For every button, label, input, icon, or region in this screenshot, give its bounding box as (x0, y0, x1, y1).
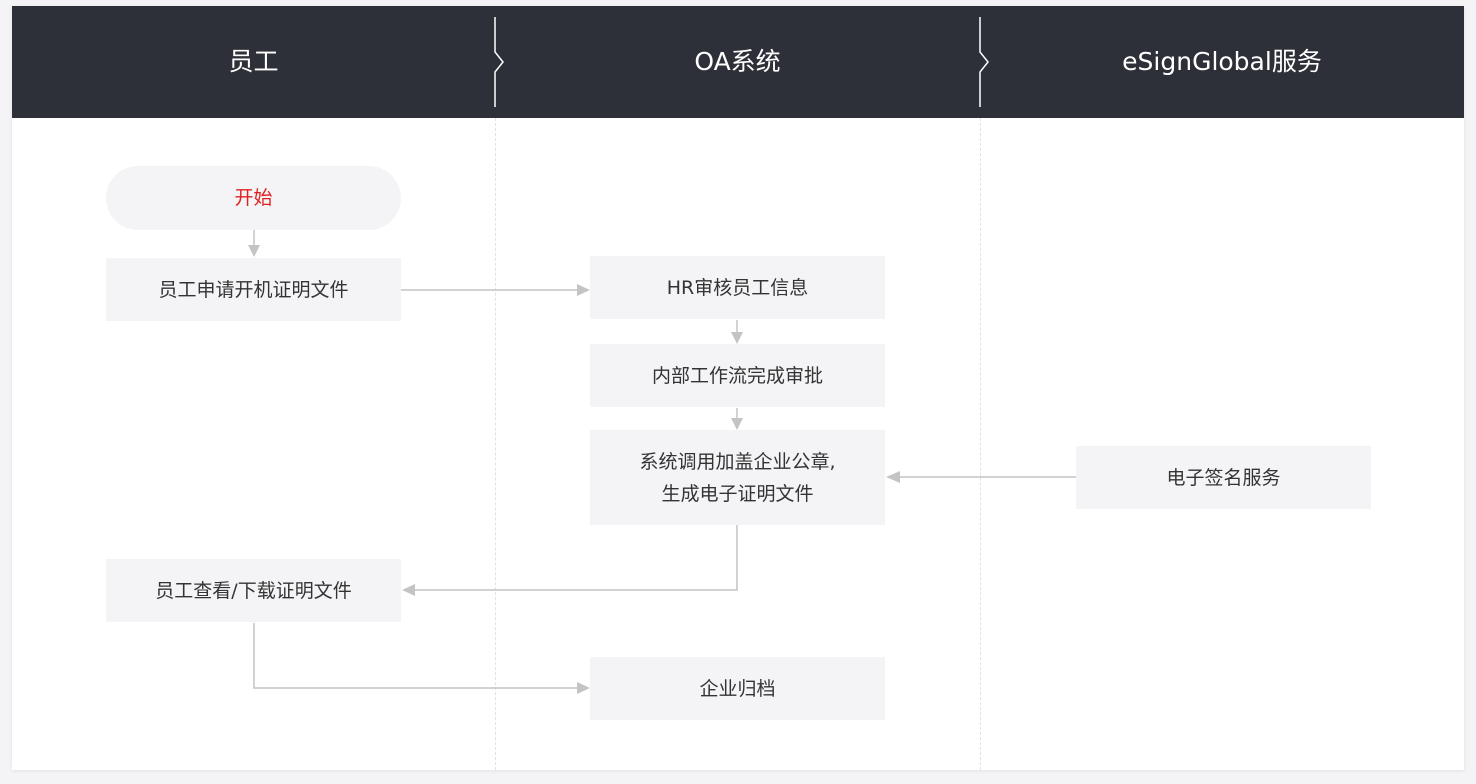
lane-title-esign: eSignGlobal服务 (1122, 47, 1322, 76)
node-hr-review: HR审核员工信息 (590, 256, 885, 319)
lane-title-employee: 员工 (228, 47, 279, 76)
lane-divider (980, 118, 981, 770)
node-approval: 内部工作流完成审批 (590, 344, 885, 407)
node-apply: 员工申请开机证明文件 (106, 258, 401, 321)
node-esign: 电子签名服务 (1076, 446, 1371, 509)
header-chevrons (494, 17, 989, 107)
node-seal-line1: 系统调用加盖企业公章, (639, 450, 836, 473)
node-seal: 系统调用加盖企业公章, 生成电子证明文件 (590, 430, 885, 525)
arrow-view-archive (253, 623, 578, 689)
lane-divider (495, 118, 496, 770)
lane-title-oa: OA系统 (694, 47, 781, 76)
node-seal-line2: 生成电子证明文件 (661, 482, 814, 505)
arrow-seal-view (415, 525, 738, 591)
lane-header-bar (12, 6, 1464, 118)
node-archive: 企业归档 (590, 657, 885, 720)
node-view: 员工查看/下载证明文件 (106, 559, 401, 622)
node-start: 开始 (106, 166, 401, 230)
